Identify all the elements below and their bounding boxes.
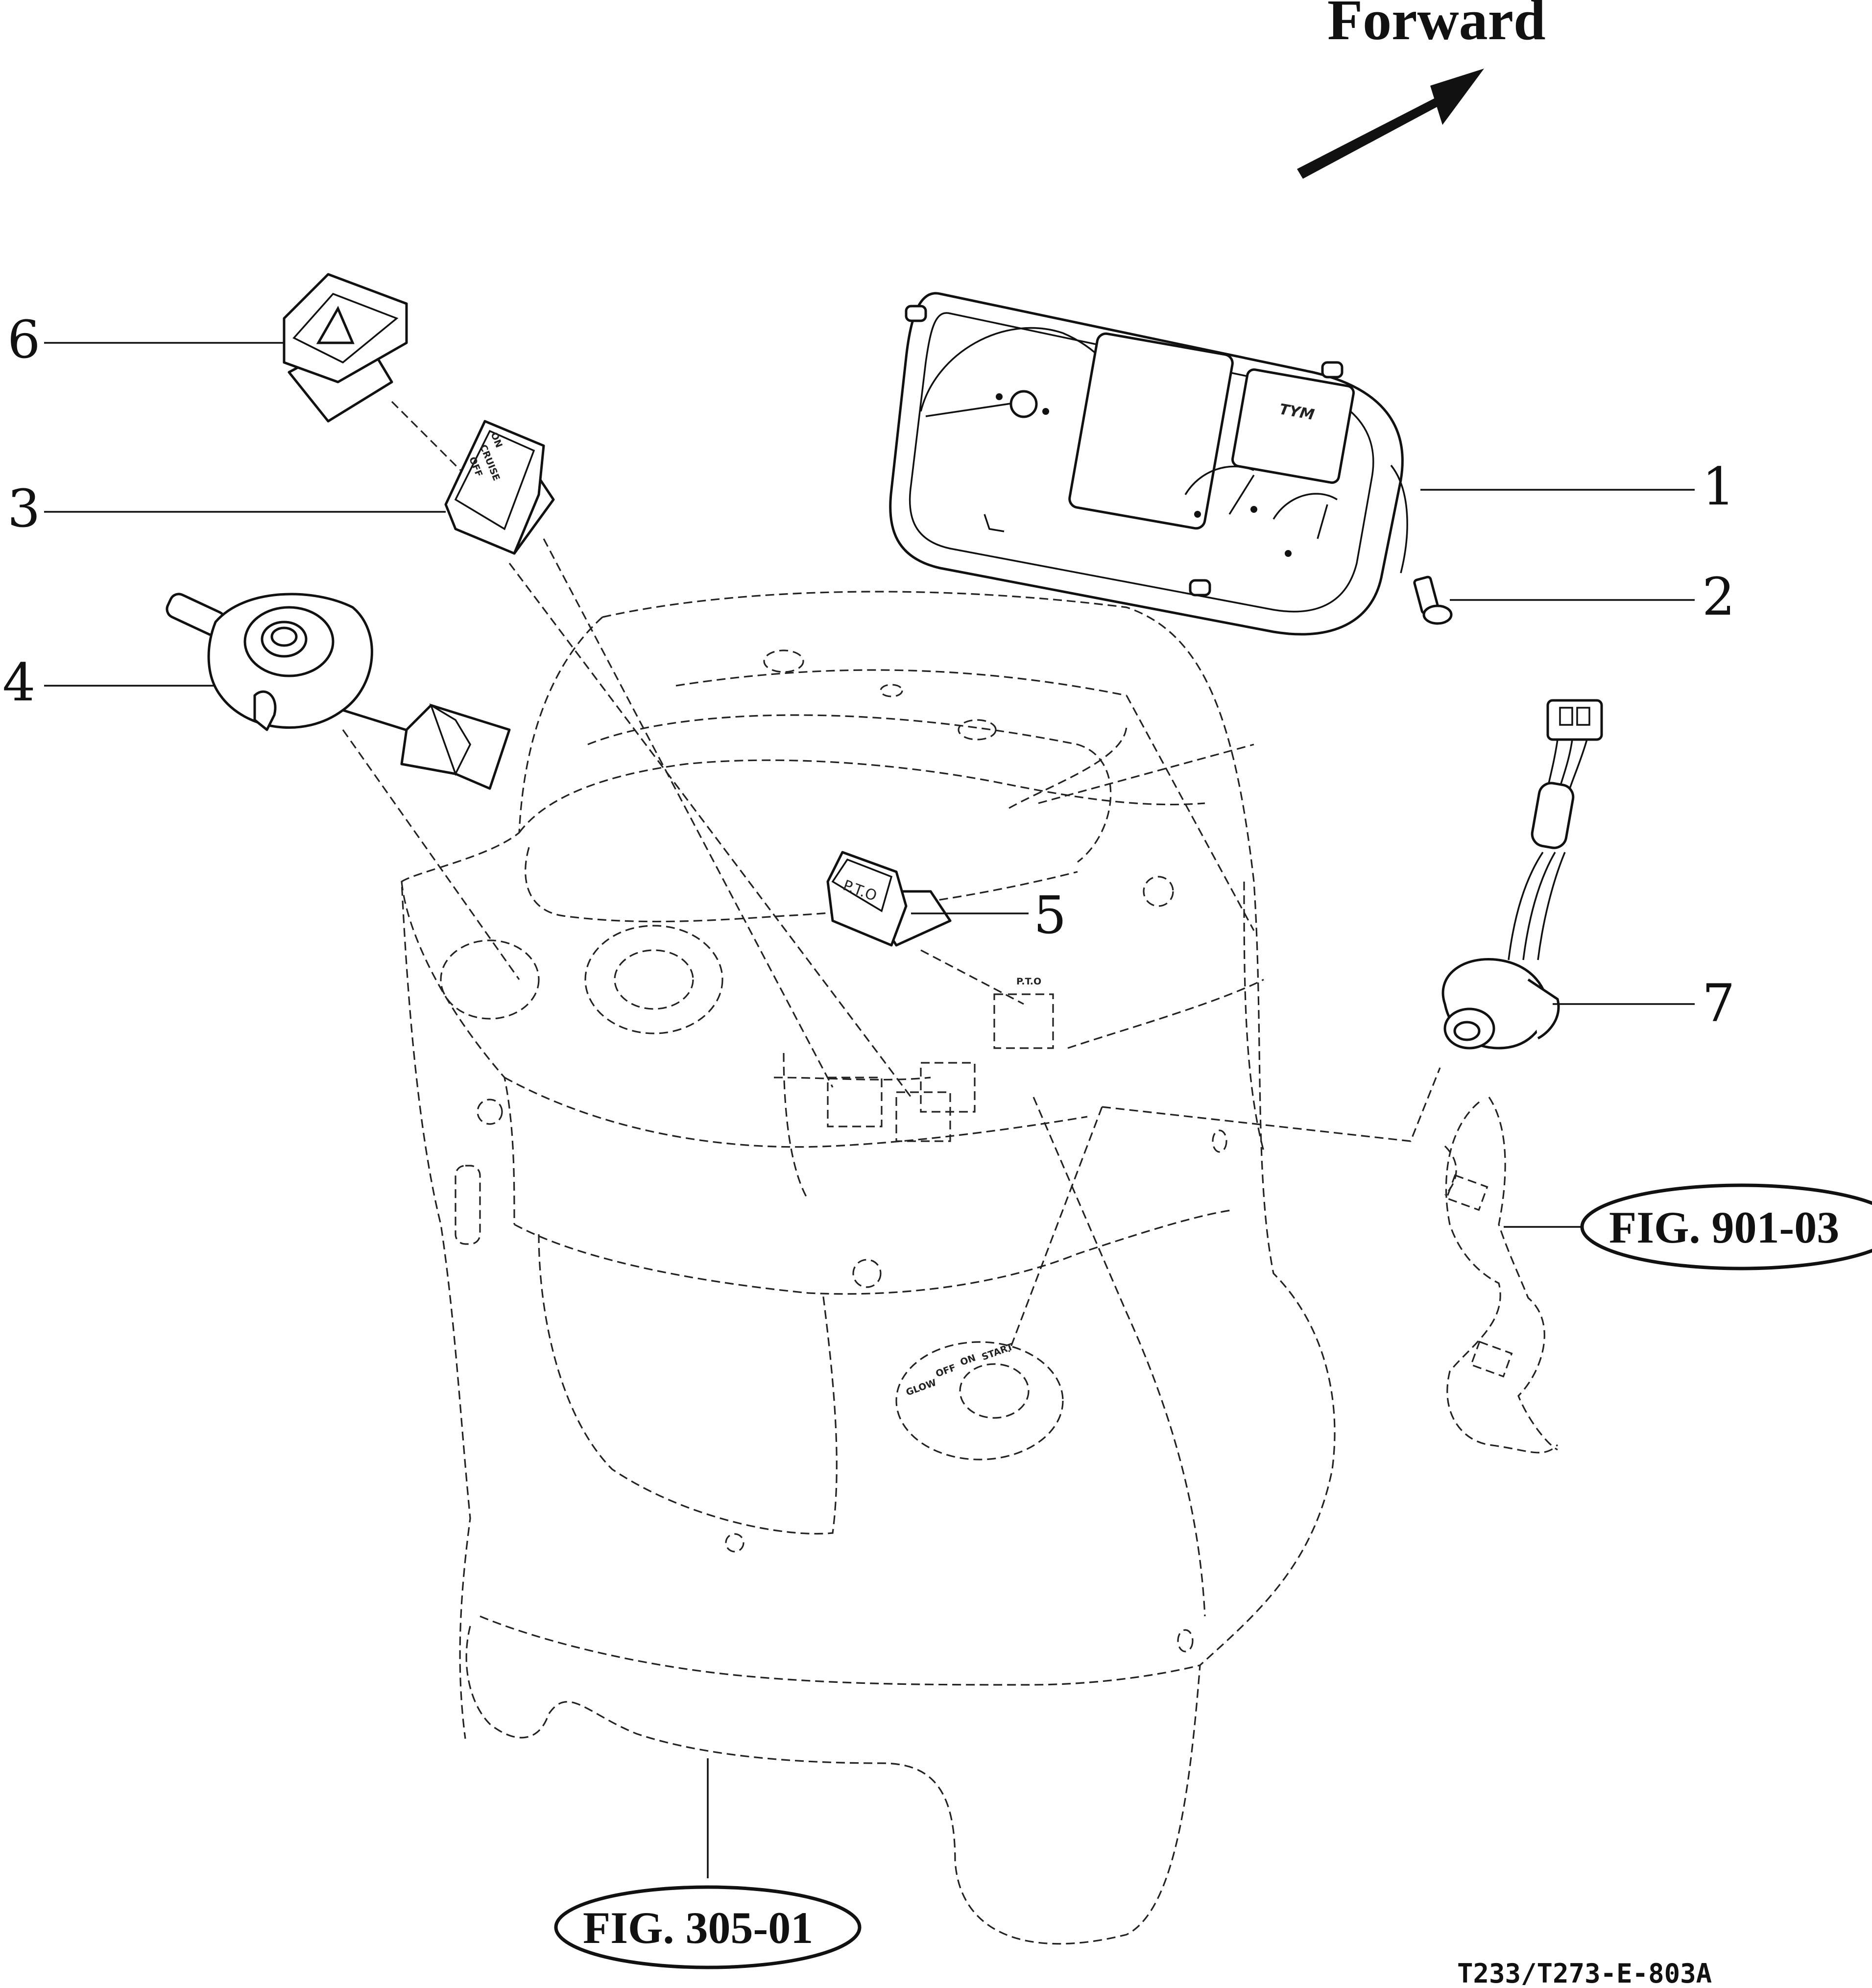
forward-heading: Forward [1327,0,1546,52]
pto-panel-label: P.T.O [1016,976,1041,987]
ignition-switch [1441,699,1603,1050]
callout-number: 4 [2,652,35,713]
ignition-glow-label: GLOW [905,1377,938,1398]
callout-6: 6 [7,310,284,370]
cruise-switch: ON CRUISE OFF [444,420,555,555]
callout-4: 4 [2,652,216,713]
callout-2: 2 [1450,567,1735,627]
assembly-lines [342,401,1441,1352]
callout-number: 1 [1702,456,1735,517]
wiring-harness-outline [1444,1097,1559,1454]
ignition-on-label: ON [959,1352,977,1368]
ignition-start-label: START [980,1341,1014,1363]
callout-1: 1 [1420,456,1735,517]
hazard-switch [283,273,408,423]
combination-switch [166,593,511,790]
drawing-id: T233/T273-E-803A [1457,1958,1712,1988]
dash-panel-outline: P.T.O GLOW OFF ON START [401,591,1336,1945]
pto-switch: P.T.O [826,851,952,947]
hazard-triangle-icon [316,306,355,344]
forward-arrow-icon [1297,69,1484,179]
callout-number: 7 [1702,973,1735,1033]
callout-3: 3 [7,479,446,539]
figure-ref-harness-label: FIG. 901-03 [1609,1202,1839,1252]
callout-5: 5 [911,885,1066,945]
callout-number: 5 [1033,885,1066,945]
figure-ref-harness[interactable]: FIG. 901-03 [1504,1183,1872,1270]
callout-number: 2 [1702,567,1735,627]
figure-ref-panel[interactable]: FIG. 305-01 [554,1758,862,1969]
callout-number: 6 [7,310,40,370]
callout-7: 7 [1553,973,1735,1033]
ignition-off-label: OFF [934,1362,957,1379]
instrument-cluster: TYM [889,292,1408,636]
screw [1413,575,1453,625]
callout-number: 3 [7,479,40,539]
figure-ref-panel-label: FIG. 305-01 [583,1903,813,1953]
